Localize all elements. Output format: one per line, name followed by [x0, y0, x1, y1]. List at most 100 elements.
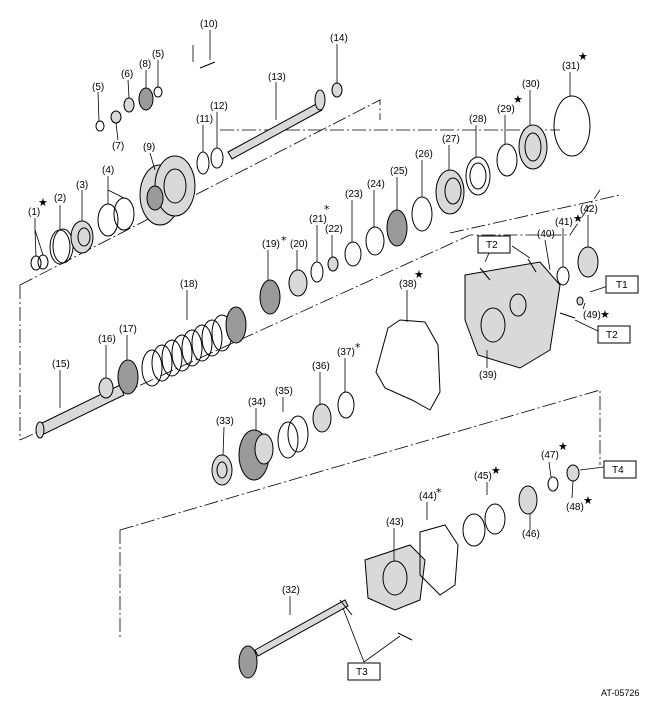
- part-30-seal: [518, 124, 548, 170]
- star-48: ★: [583, 494, 593, 507]
- part-29-seal: [496, 143, 518, 177]
- asterisk-44: *: [436, 486, 442, 499]
- part-5a-washer: [95, 120, 105, 132]
- part-43-housing: [364, 544, 426, 611]
- part-11-snap-ring: [196, 151, 210, 175]
- callout-18: (18): [180, 279, 198, 290]
- part-22-bearing: [327, 256, 339, 272]
- callout-40: (40): [537, 229, 555, 240]
- callout-31: (31): [562, 61, 580, 72]
- torque-label: T3: [356, 667, 368, 678]
- part-7-bearing: [110, 110, 122, 124]
- callout-43: (43): [386, 517, 404, 528]
- part-12-ring: [210, 147, 224, 169]
- leader-lines: [34, 30, 609, 663]
- part-21-washer: [310, 261, 324, 283]
- part-2-ring: [49, 228, 74, 265]
- star-41: ★: [573, 212, 583, 225]
- part-13-shaft: [227, 89, 326, 160]
- part-18-clutch-pack: [141, 306, 247, 387]
- callout-39: (39): [479, 370, 497, 381]
- callout-5b: (5): [152, 49, 164, 60]
- callout-22: (22): [325, 224, 343, 235]
- bolts: [339, 258, 576, 641]
- part-45-seals: [462, 503, 506, 547]
- part-6-gear: [123, 97, 135, 113]
- part-34-gear: [238, 429, 274, 481]
- part-38-gasket: [375, 319, 441, 411]
- star-29: ★: [513, 93, 523, 106]
- callout-12: (12): [210, 101, 228, 112]
- callout-42: (42): [580, 204, 598, 215]
- callout-24: (24): [367, 179, 385, 190]
- callout-41: (41): [555, 217, 573, 228]
- torque-label: T1: [616, 280, 628, 291]
- part-49-plug: [576, 296, 584, 306]
- star-38: ★: [414, 268, 424, 281]
- callout-21: (21): [309, 214, 327, 225]
- callout-3: (3): [76, 180, 88, 191]
- part-25-clutch-plate: [386, 209, 408, 247]
- callout-27: (27): [442, 134, 460, 145]
- asterisk-19: *: [281, 234, 287, 247]
- part-20-bearing: [288, 269, 308, 297]
- callout-20: (20): [290, 239, 308, 250]
- callout-5a: (5): [92, 82, 104, 93]
- part-14-bearing: [331, 82, 343, 98]
- part-35-rings: [277, 415, 309, 459]
- callout-9: (9): [143, 142, 155, 153]
- callout-48: (48): [566, 502, 584, 513]
- part-33-bearing: [211, 454, 233, 486]
- diagram-code: AT-05726: [601, 688, 639, 698]
- callout-17: (17): [119, 324, 137, 335]
- callout-47: (47): [541, 450, 559, 461]
- part-19-ring: [259, 279, 281, 315]
- callout-14: (14): [330, 33, 348, 44]
- torque-box-t3: T3: [347, 662, 381, 681]
- torque-label: T2: [606, 330, 618, 341]
- callout-25: (25): [390, 166, 408, 177]
- callout-32: (32): [282, 585, 300, 596]
- torque-boxes: T2 T1 T2 T4 T3: [347, 235, 639, 681]
- part-31-o-ring: [553, 95, 591, 157]
- part-27-hub: [435, 169, 465, 215]
- callout-labels: (1) ★ (2) (3) (4) (5) (5) (6) (7) (8) (9…: [28, 19, 610, 596]
- part-28-ring: [465, 156, 491, 196]
- star-47: ★: [558, 440, 568, 453]
- callout-8: (8): [139, 59, 151, 70]
- callout-13: (13): [268, 72, 286, 83]
- callout-35: (35): [275, 386, 293, 397]
- callout-6: (6): [121, 69, 133, 80]
- callout-19: (19): [262, 239, 280, 250]
- part-23-ring: [344, 241, 362, 267]
- part-5b-washer: [153, 86, 163, 98]
- part-1-seal-rings: [30, 254, 49, 271]
- part-39-case: [464, 261, 561, 369]
- part-16-bearing: [98, 377, 114, 399]
- part-10-pin: [199, 61, 216, 69]
- asterisk-21: *: [324, 203, 330, 216]
- torque-box-t2-right: T2: [597, 325, 631, 344]
- part-17-gear: [117, 359, 139, 395]
- part-42-bearing: [577, 246, 599, 278]
- callout-38: (38): [399, 279, 417, 290]
- star-31: ★: [578, 50, 588, 63]
- callout-45: (45): [474, 471, 492, 482]
- callout-44: (44): [419, 491, 437, 502]
- part-36-bearing: [312, 403, 332, 433]
- callout-15: (15): [52, 359, 70, 370]
- callout-29: (29): [497, 104, 515, 115]
- asterisk-37: *: [355, 341, 361, 354]
- callout-16: (16): [98, 334, 116, 345]
- torque-box-t1: T1: [605, 275, 639, 294]
- callout-49: (49): [583, 310, 601, 321]
- callout-11: (11): [196, 114, 213, 125]
- callout-23: (23): [345, 189, 363, 200]
- torque-label: T4: [612, 465, 624, 476]
- part-4-snap-rings: [97, 197, 135, 237]
- torque-label: T2: [486, 240, 498, 251]
- callout-30: (30): [522, 79, 540, 90]
- part-26-ring: [411, 196, 433, 232]
- part-24-ring: [365, 226, 385, 256]
- part-8-pinion: [138, 87, 154, 111]
